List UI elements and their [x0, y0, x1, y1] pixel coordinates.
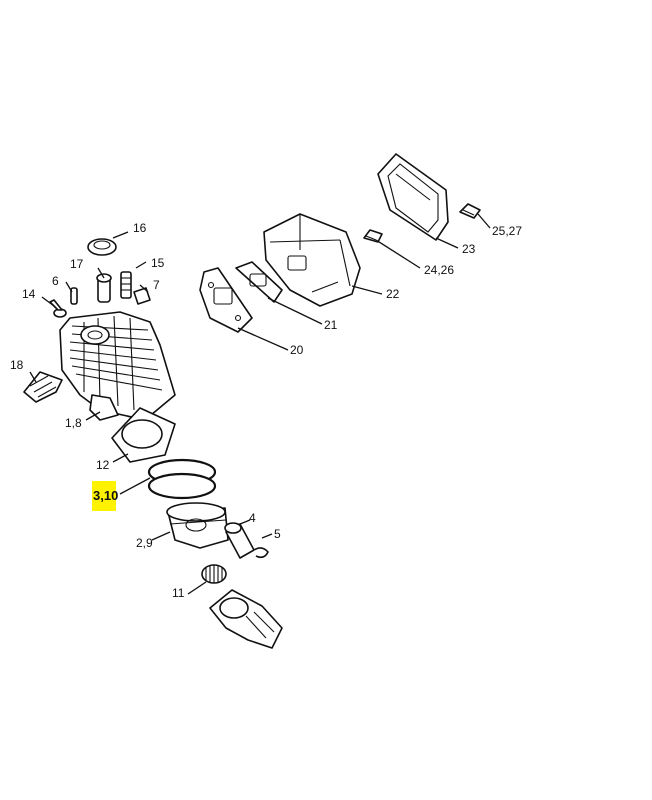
label-21: 21 — [324, 318, 338, 332]
screw-part-25-27[interactable] — [459, 203, 481, 219]
screw-part-24-26[interactable] — [363, 229, 383, 243]
bolt-part-14[interactable] — [49, 299, 67, 318]
label-23: 23 — [462, 242, 476, 256]
label-12: 12 — [96, 458, 110, 472]
piston-part-2-9[interactable] — [166, 502, 229, 549]
valve-part-17[interactable] — [96, 273, 112, 303]
crankshaft[interactable] — [209, 589, 283, 649]
cylinder-part-1-8[interactable] — [59, 311, 176, 421]
spark-plug-part-18[interactable] — [23, 371, 63, 403]
exhaust-gasket-part-21[interactable] — [235, 261, 283, 303]
label-11: 11 — [172, 586, 185, 600]
muffler-gasket-part-20[interactable] — [199, 267, 253, 333]
label-17: 17 — [70, 257, 84, 271]
label-25-27: 25,27 — [492, 224, 522, 238]
cap-part-16[interactable] — [87, 238, 117, 256]
label-16: 16 — [133, 221, 147, 235]
circlip-part-5[interactable] — [253, 547, 269, 559]
label-7: 7 — [153, 278, 160, 292]
muffler-part-22[interactable] — [263, 213, 361, 307]
highlight-box-3-10 — [92, 481, 116, 511]
label-14: 14 — [22, 287, 36, 301]
label-4: 4 — [249, 511, 256, 525]
label-1-8: 1,8 — [65, 416, 82, 430]
label-22: 22 — [386, 287, 400, 301]
label-20: 20 — [290, 343, 304, 357]
leader-lines — [29, 213, 491, 595]
label-3-10: 3,10 — [93, 488, 118, 503]
pin-part-6[interactable] — [70, 287, 78, 305]
label-18: 18 — [10, 358, 24, 372]
label-5: 5 — [274, 527, 281, 541]
muffler-cover-part-23[interactable] — [377, 153, 449, 241]
needle-bearing-part-11[interactable] — [201, 564, 227, 584]
fitting-part-15[interactable] — [120, 271, 132, 299]
label-24-26: 24,26 — [424, 263, 454, 277]
label-15: 15 — [151, 256, 165, 270]
label-2-9: 2,9 — [136, 536, 153, 550]
piston-rings-part-3-10[interactable] — [147, 458, 217, 500]
label-6: 6 — [52, 274, 59, 288]
cylinder-gasket-part-12[interactable] — [111, 407, 176, 463]
nozzle-part-7[interactable] — [133, 287, 151, 305]
piston-pin-part-4[interactable] — [224, 522, 255, 559]
